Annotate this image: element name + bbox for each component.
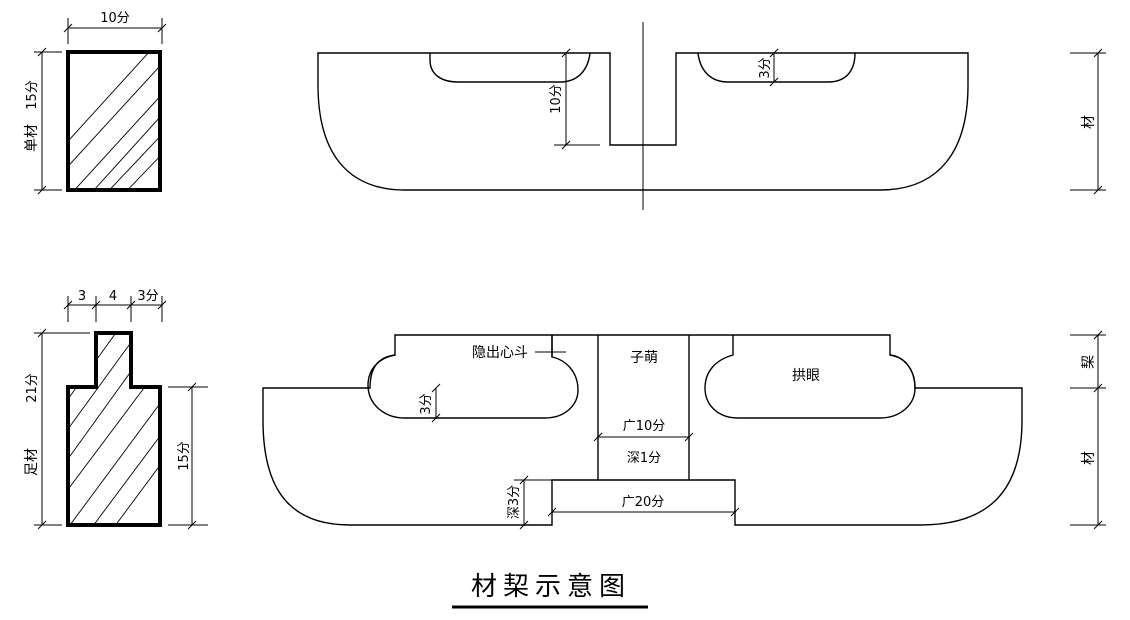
zimeng-label: 子萌 <box>630 350 658 366</box>
single-cut-depth-dim: 3分 <box>758 57 773 78</box>
full-material-dim: 15分 <box>177 441 192 471</box>
full-elevation: 子萌 广10分 深1分 广20分 深3分 3分 隐出心斗 拱眼 <box>262 334 1023 530</box>
single-cai-section: 10分 15分 单材 <box>24 11 167 195</box>
left-cut <box>429 52 591 83</box>
right-top-cai: 材 <box>1081 115 1097 129</box>
single-hatching <box>68 52 160 190</box>
right-cut <box>697 52 856 83</box>
single-elevation-outline <box>317 52 969 191</box>
shen3-dim: 深3分 <box>507 485 522 519</box>
left-gong-eye <box>367 335 579 419</box>
full-top-dim-3: 3分 <box>137 289 158 304</box>
full-section-outline <box>66 331 162 527</box>
full-hatching <box>68 333 160 525</box>
right-dimension-labels: 材 栔 材 <box>1070 48 1106 530</box>
full-cut-depth-dim: 3分 <box>419 393 434 414</box>
single-height-dim: 15分 <box>25 80 40 110</box>
full-top-dim-2: 4 <box>109 289 117 304</box>
slot-depth-dim: 10分 <box>549 84 564 114</box>
gongyan-label: 拱眼 <box>792 368 820 384</box>
guang20-dim: 广20分 <box>622 495 665 510</box>
right-qi: 栔 <box>1081 355 1097 369</box>
guang10-dim: 广10分 <box>623 419 666 434</box>
right-gong-eye <box>704 335 916 419</box>
single-section-outline <box>66 50 162 192</box>
single-cai-label: 单材 <box>24 124 40 152</box>
full-height-dim: 21分 <box>25 373 40 403</box>
full-cai-section: 3 4 3分 21分 足材 15分 <box>24 289 208 530</box>
shen1-dim: 深1分 <box>627 451 661 466</box>
diagram-title: 材栔示意图 <box>452 572 648 609</box>
full-top-dim-1: 3 <box>78 289 86 304</box>
title-text: 材栔示意图 <box>471 572 631 602</box>
single-elevation: 10分 3分 <box>317 22 969 210</box>
right-bottom-cai: 材 <box>1081 451 1097 465</box>
single-width-dim: 10分 <box>100 11 130 26</box>
full-cai-label: 足材 <box>24 448 40 476</box>
yinchu-xindou-label: 隐出心斗 <box>472 345 528 361</box>
